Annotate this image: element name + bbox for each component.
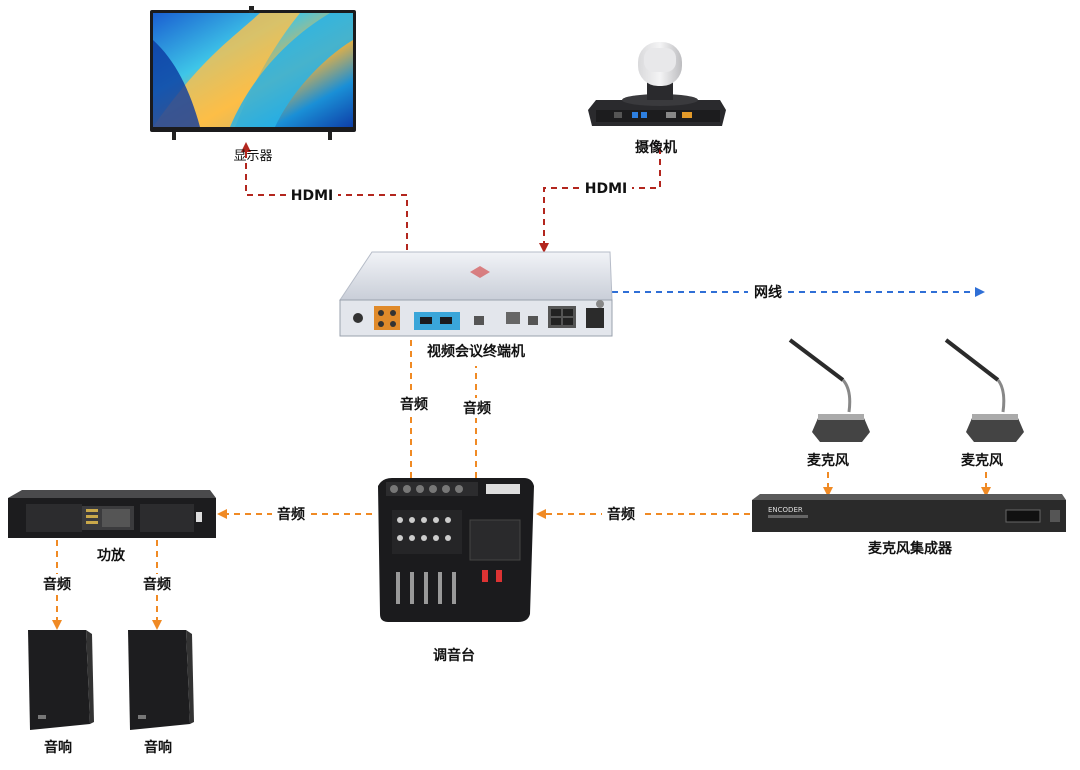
audio-amp-spk-left-label: 音频: [43, 576, 71, 593]
label-bg: [286, 186, 338, 204]
audio-up-right-label: 音频: [463, 400, 491, 417]
label-bg: [138, 574, 176, 594]
speaker-right-label: 音响: [144, 739, 172, 756]
label-bg: [38, 574, 76, 594]
display-label: 显示器: [233, 149, 272, 164]
hdmi-display-label: HDMI: [291, 188, 333, 204]
audio-mic-mixer-label: 音频: [607, 506, 635, 523]
mic-integrator-device: ENCODER 麦克风集成器: [752, 494, 1066, 557]
terminal-device: 视频会议终端机: [339, 251, 613, 360]
label-bg: [602, 504, 640, 524]
amplifier-device: 功放: [8, 490, 216, 564]
amplifier-label: 功放: [97, 547, 126, 564]
mixer-label: 调音台: [433, 647, 475, 664]
integrator-brand-text: ENCODER: [768, 506, 803, 514]
terminal-label: 视频会议终端机: [427, 343, 525, 360]
mic-right-label: 麦克风: [961, 452, 1003, 469]
mic-left-device: 麦克风: [788, 338, 870, 469]
camera-label: 摄像机: [635, 139, 677, 156]
audio-mixer-amp-label: 音频: [277, 506, 305, 523]
label-bg: [459, 398, 497, 418]
speaker-left-label: 音响: [44, 739, 72, 756]
camera-device: 摄像机: [588, 42, 726, 156]
audio-amp-spk-right-label: 音频: [143, 576, 171, 593]
display-device: 显示器: [150, 6, 356, 164]
speaker-right-device: 音响: [128, 630, 194, 756]
mixer-device: 调音台: [378, 478, 534, 664]
audio-up-left-label: 音频: [400, 396, 428, 413]
label-bg: [580, 179, 632, 197]
label-bg: [395, 394, 433, 414]
label-bg: [272, 504, 310, 524]
label-bg: [748, 283, 788, 301]
speaker-left-device: 音响: [28, 630, 94, 756]
network-label: 网线: [754, 284, 782, 301]
mic-left-label: 麦克风: [807, 452, 849, 469]
mic-right-device: 麦克风: [944, 338, 1024, 469]
hdmi-camera-label: HDMI: [585, 181, 627, 197]
mic-integrator-label: 麦克风集成器: [868, 540, 953, 557]
hdmi-wire-camera: [539, 148, 661, 253]
